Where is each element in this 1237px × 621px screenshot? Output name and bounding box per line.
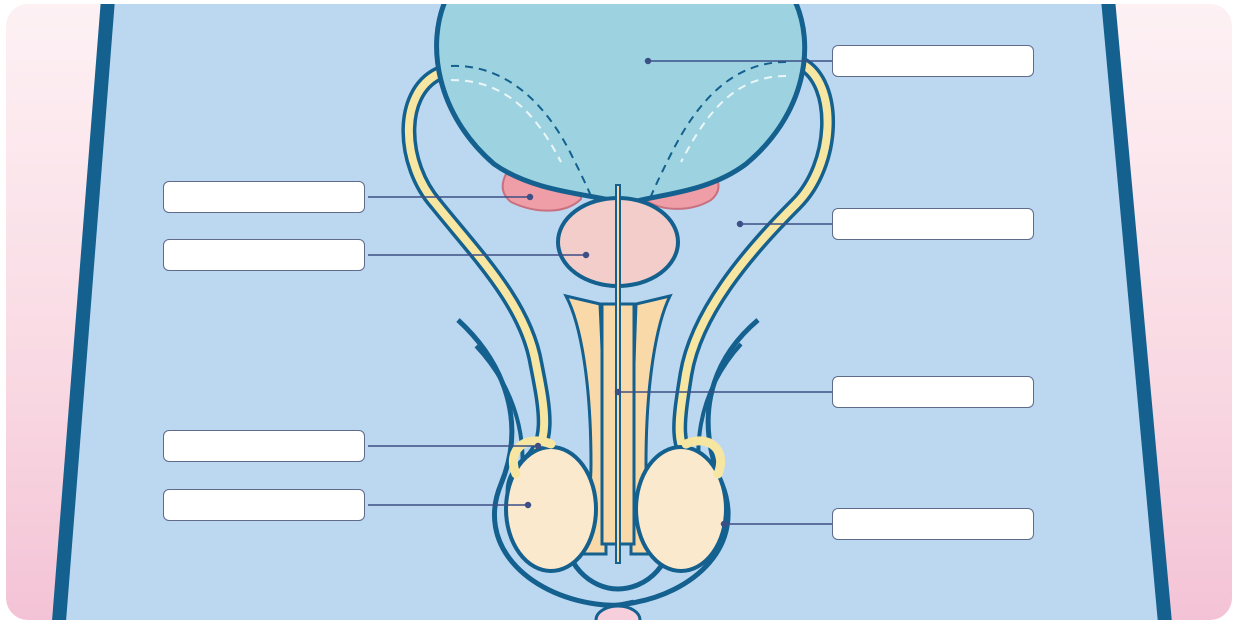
label-box-testis[interactable] <box>163 489 365 521</box>
label-box-bladder[interactable] <box>832 45 1034 77</box>
testis-left <box>506 447 596 571</box>
anatomy-illustration <box>6 4 1232 620</box>
leader-bladder-dot <box>646 59 651 64</box>
label-box-prostate[interactable] <box>163 239 365 271</box>
leader-scrotum-dot <box>722 522 727 527</box>
label-box-seminal-vesicle[interactable] <box>163 181 365 213</box>
leader-testis-dot <box>526 503 531 508</box>
label-box-urethra[interactable] <box>832 376 1034 408</box>
label-box-epididymis[interactable] <box>163 430 365 462</box>
leader-urethra-dot <box>616 390 621 395</box>
label-box-vas-deferens[interactable] <box>832 208 1034 240</box>
label-box-scrotum[interactable] <box>832 508 1034 540</box>
testis-right <box>636 447 726 571</box>
diagram-frame: ▶ Prontoclipping Anatomy View <box>6 4 1232 620</box>
leader-epididymis-dot <box>536 444 541 449</box>
leader-vas-deferens-dot <box>738 222 743 227</box>
leader-seminal-vesicle-dot <box>528 195 533 200</box>
leader-prostate-dot <box>584 253 589 258</box>
